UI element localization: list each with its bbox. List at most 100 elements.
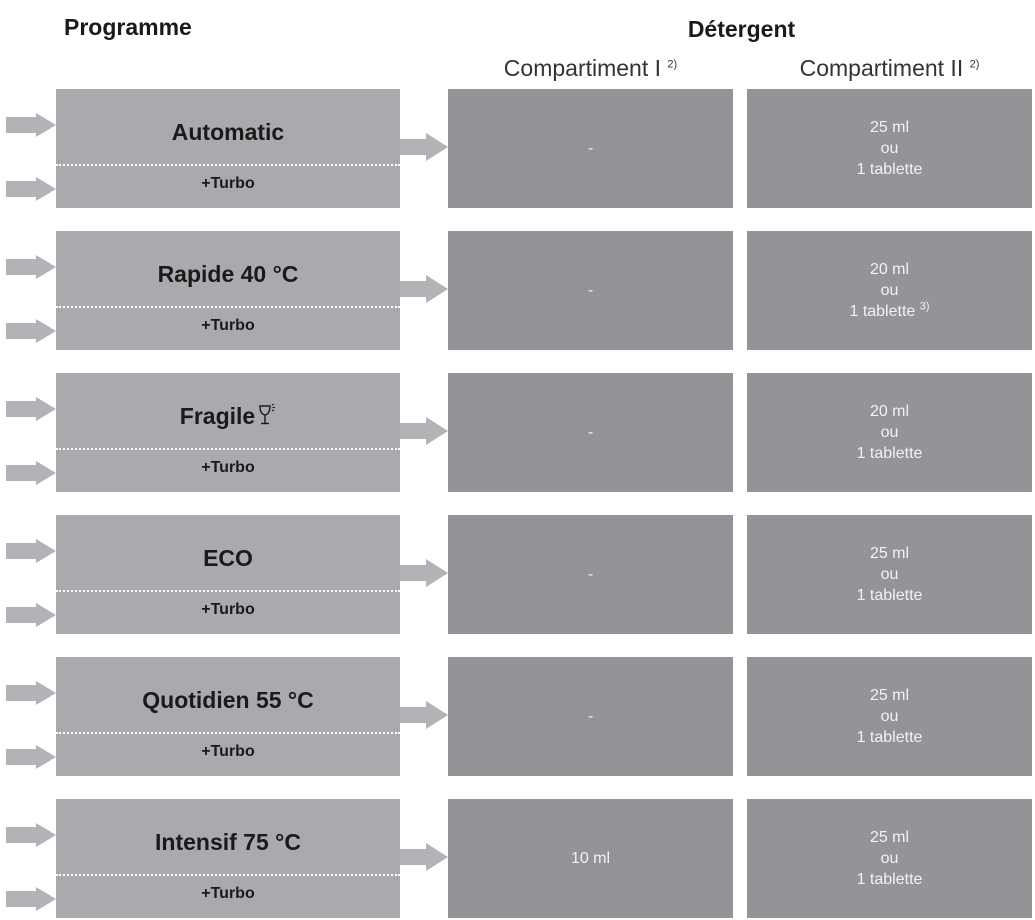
arrow-right-icon bbox=[400, 843, 448, 871]
arrow-right-icon bbox=[6, 113, 56, 137]
compartment-2-line: 25 ml bbox=[870, 117, 909, 138]
compartment-2-value: 25 ml bbox=[869, 687, 910, 704]
compartment-1-value: - bbox=[587, 424, 594, 441]
compartment-2-line: ou bbox=[881, 422, 899, 443]
compartment-2-cell: 20 ml ou 1 tablette 3) bbox=[747, 231, 1032, 350]
compartment-2-value: 1 tablette bbox=[856, 161, 923, 178]
programme-box: Automatic +Turbo bbox=[56, 89, 400, 208]
compartment-1-cell: - bbox=[448, 657, 733, 776]
compartment-2-line: ou bbox=[881, 280, 899, 301]
dotted-divider bbox=[56, 732, 400, 734]
dotted-divider bbox=[56, 590, 400, 592]
arrow-right-icon bbox=[400, 559, 448, 587]
arrow-right-icon bbox=[400, 275, 448, 303]
compartment-2-cell: 20 ml ou 1 tablette bbox=[747, 373, 1032, 492]
header-programme: Programme bbox=[64, 14, 192, 40]
compartment-2-line: 1 tablette bbox=[857, 727, 923, 748]
compartment-2-cell: 25 ml ou 1 tablette bbox=[747, 799, 1032, 918]
arrow-right-icon bbox=[6, 319, 56, 343]
compartment-1-value: - bbox=[587, 708, 594, 725]
compartment-2-cell: 25 ml ou 1 tablette bbox=[747, 89, 1032, 208]
compartment-2-value: 25 ml bbox=[869, 119, 910, 136]
compartment-2-value: 20 ml bbox=[869, 261, 910, 278]
compartment-1-cell: 10 ml bbox=[448, 799, 733, 918]
dotted-divider bbox=[56, 448, 400, 450]
footnote-ref: 2) bbox=[667, 58, 678, 71]
compartment-1-cell: - bbox=[448, 89, 733, 208]
programme-name-label: Intensif 75 °C bbox=[155, 829, 301, 855]
programme-name-label: Quotidien 55 °C bbox=[142, 687, 314, 713]
compartment-2-line: 1 tablette bbox=[857, 585, 923, 606]
programme-name: Rapide 40 °C bbox=[56, 261, 400, 288]
programme-option-turbo: +Turbo bbox=[201, 459, 255, 476]
compartment-2-line: 25 ml bbox=[870, 827, 909, 848]
programme-option-turbo: +Turbo bbox=[201, 317, 255, 334]
compartment-2-line: ou bbox=[881, 706, 899, 727]
compartment-2-value: 1 tablette bbox=[856, 587, 923, 604]
programme-name: Intensif 75 °C bbox=[56, 829, 400, 856]
header-compartment-2-label: Compartiment II bbox=[799, 55, 964, 81]
arrow-right-icon bbox=[400, 417, 448, 445]
arrow-right-icon bbox=[6, 177, 56, 201]
arrow-right-icon bbox=[6, 255, 56, 279]
arrow-right-icon bbox=[6, 603, 56, 627]
programme-option-turbo: +Turbo bbox=[201, 743, 255, 760]
compartment-1-cell: - bbox=[448, 373, 733, 492]
wine-glass-icon bbox=[259, 404, 276, 425]
compartment-2-value: ou bbox=[880, 566, 899, 583]
programme-box: Rapide 40 °C +Turbo bbox=[56, 231, 400, 350]
compartment-2-value: ou bbox=[880, 140, 899, 157]
compartment-2-line: 20 ml bbox=[870, 259, 909, 280]
header-compartment-1-label: Compartiment I bbox=[503, 55, 662, 81]
header-compartment-1: Compartiment I 2) bbox=[448, 55, 733, 82]
arrow-right-icon bbox=[6, 745, 56, 769]
compartment-2-line: 20 ml bbox=[870, 401, 909, 422]
arrow-right-icon bbox=[6, 681, 56, 705]
programme-row: Rapide 40 °C +Turbo - 20 ml ou 1 tablette … bbox=[0, 231, 1035, 350]
compartment-2-line: ou bbox=[881, 848, 899, 869]
arrow-right-icon bbox=[6, 887, 56, 911]
programme-box: Quotidien 55 °C +Turbo bbox=[56, 657, 400, 776]
programme-name-label: Automatic bbox=[171, 119, 285, 145]
programme-row: Fragile +Turbo - 20 ml ou 1 tablette bbox=[0, 373, 1035, 492]
compartment-2-value: 25 ml bbox=[869, 545, 910, 562]
compartment-1-value: - bbox=[587, 140, 594, 157]
arrow-right-icon bbox=[400, 133, 448, 161]
programme-name: Quotidien 55 °C bbox=[56, 687, 400, 714]
compartment-2-line: 1 tablette bbox=[857, 159, 923, 180]
programme-name: Automatic bbox=[56, 119, 400, 146]
compartment-2-cell: 25 ml ou 1 tablette bbox=[747, 515, 1032, 634]
arrow-right-icon bbox=[6, 461, 56, 485]
compartment-2-value: ou bbox=[880, 282, 899, 299]
footnote-ref: 3) bbox=[919, 300, 930, 313]
compartment-2-value: 20 ml bbox=[869, 403, 910, 420]
programme-row: Intensif 75 °C +Turbo 10 ml 25 ml ou 1 tab… bbox=[0, 799, 1035, 918]
programme-name: ECO bbox=[56, 545, 400, 572]
programme-box: ECO +Turbo bbox=[56, 515, 400, 634]
programme-name-label: Rapide 40 °C bbox=[157, 261, 299, 287]
compartment-1-cell: - bbox=[448, 515, 733, 634]
dotted-divider bbox=[56, 306, 400, 308]
compartment-2-line: ou bbox=[881, 138, 899, 159]
programme-name-label: Fragile bbox=[179, 403, 256, 429]
arrow-right-icon bbox=[400, 701, 448, 729]
programme-box: Intensif 75 °C +Turbo bbox=[56, 799, 400, 918]
compartment-2-value: 1 tablette bbox=[849, 303, 916, 320]
compartment-1-value: - bbox=[587, 282, 594, 299]
dotted-divider bbox=[56, 164, 400, 166]
compartment-2-value: 1 tablette bbox=[856, 445, 923, 462]
compartment-1-value: 10 ml bbox=[570, 850, 611, 867]
compartment-2-value: 1 tablette bbox=[856, 871, 923, 888]
compartment-2-line: ou bbox=[881, 564, 899, 585]
programme-row: ECO +Turbo - 25 ml ou 1 tablette bbox=[0, 515, 1035, 634]
compartment-2-value: 25 ml bbox=[869, 829, 910, 846]
header-detergent: Détergent bbox=[687, 16, 796, 42]
compartment-2-line: 1 tablette 3) bbox=[849, 301, 929, 322]
compartment-2-line: 25 ml bbox=[870, 685, 909, 706]
dotted-divider bbox=[56, 874, 400, 876]
compartment-2-value: ou bbox=[880, 850, 899, 867]
arrow-right-icon bbox=[6, 823, 56, 847]
compartment-1-cell: - bbox=[448, 231, 733, 350]
